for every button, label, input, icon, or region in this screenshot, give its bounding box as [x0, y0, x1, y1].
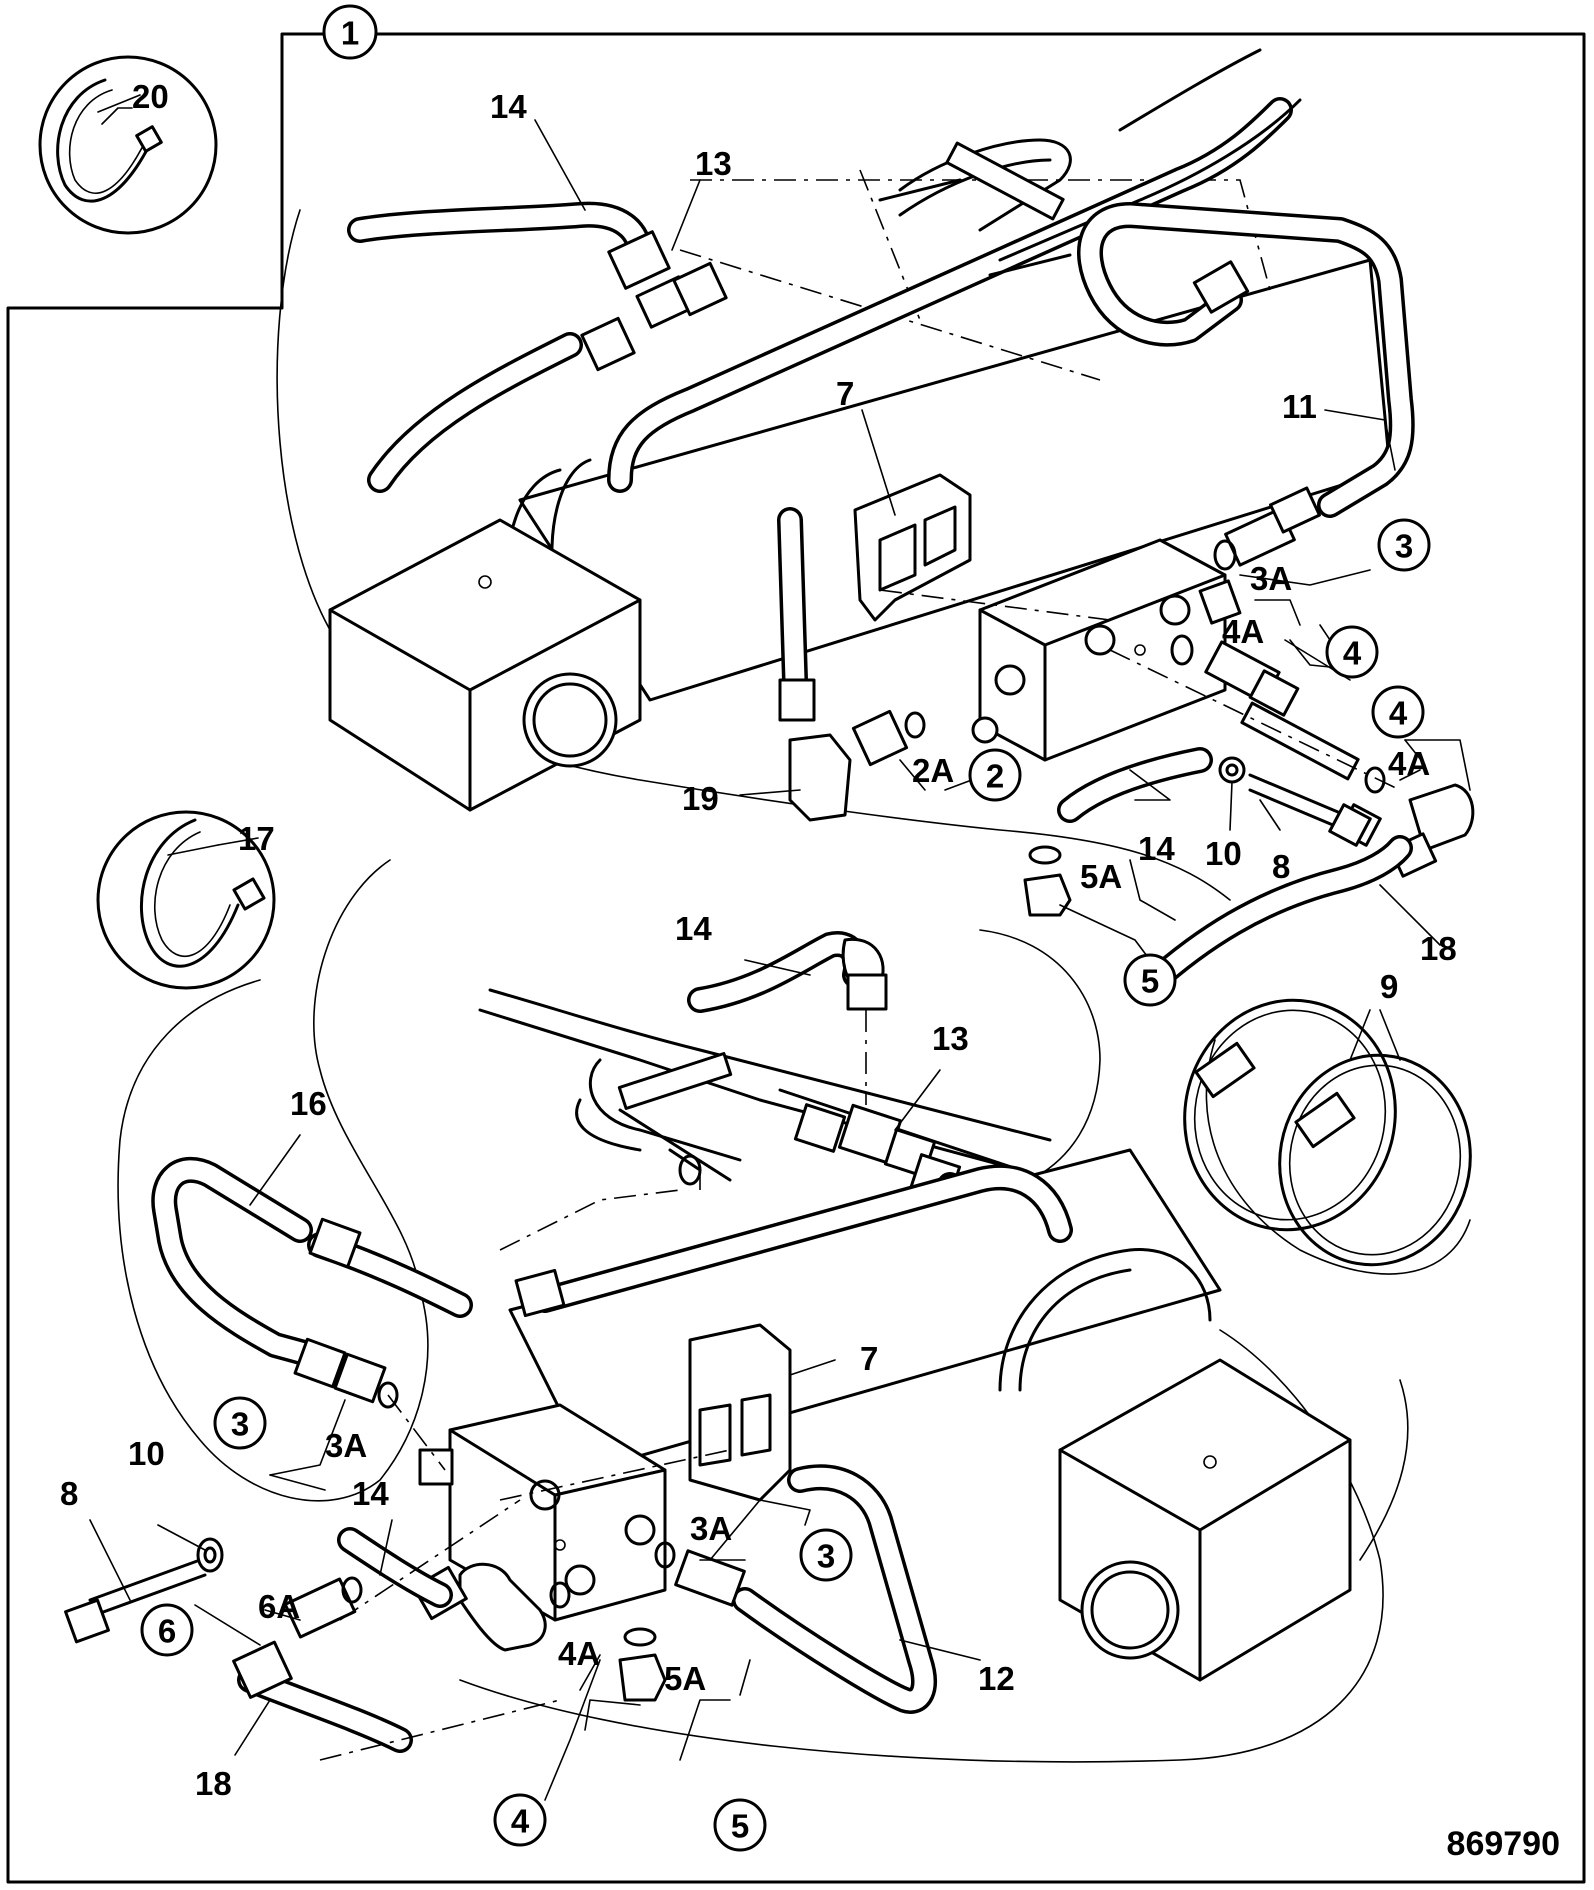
assembly-callout-circle [322, 4, 378, 60]
circled-callouts: 3 4 4 2 5 3 6 3 4 5 [140, 518, 1431, 1852]
callout-13: 13 [695, 145, 732, 182]
callout-16: 16 [290, 1085, 327, 1122]
callout-20: 20 [132, 78, 169, 115]
diagram-frame [6, 32, 1586, 1884]
callout-19: 19 [682, 780, 719, 817]
callout-6a: 6A [258, 1588, 300, 1625]
circled-5: 5 [1141, 963, 1159, 1000]
callout-14: 14 [1138, 830, 1175, 867]
callout-14: 14 [675, 910, 712, 947]
callout-5a: 5A [664, 1660, 706, 1697]
callout-8: 8 [60, 1475, 78, 1512]
lower-cylinder [508, 1148, 1352, 1682]
circled-4: 4 [1343, 635, 1362, 672]
callout-3a: 3A [1250, 560, 1292, 597]
callout-3a: 3A [690, 1510, 732, 1547]
mounting-bracket-lower [688, 1323, 792, 1502]
callout-7: 7 [860, 1340, 878, 1377]
inset-detail-20 [38, 55, 218, 235]
circled-5: 5 [731, 1808, 749, 1845]
callout-4a: 4A [558, 1635, 600, 1672]
upper-cylinder [328, 169, 1392, 812]
circled-4: 4 [1389, 695, 1408, 732]
upper-group-outline [276, 209, 1231, 901]
callout-3a: 3A [325, 1427, 367, 1464]
callout-7: 7 [836, 375, 854, 412]
circled-6: 6 [158, 1613, 176, 1650]
valve-block-lower [418, 1403, 667, 1622]
callout-10: 10 [128, 1435, 165, 1472]
lower-group-outline [117, 859, 429, 1502]
callout-2a: 2A [912, 752, 954, 789]
callout-11: 11 [1282, 388, 1317, 425]
callout-5a: 5A [1080, 858, 1122, 895]
circled-3: 3 [1395, 528, 1413, 565]
circled-3: 3 [231, 1406, 249, 1443]
hose-clamps [1183, 998, 1472, 1267]
callout-14: 14 [352, 1475, 389, 1512]
callout-8: 8 [1272, 848, 1290, 885]
mounting-bracket-upper [853, 473, 972, 622]
callout-4a: 4A [1222, 613, 1264, 650]
circled-3: 3 [817, 1538, 835, 1575]
callout-4a: 4A [1388, 745, 1430, 782]
callout-13: 13 [932, 1020, 969, 1057]
callout-18: 18 [1420, 930, 1457, 967]
callout-18: 18 [195, 1765, 232, 1802]
reference-number: 869790 [1447, 1825, 1560, 1863]
inset-detail-17 [96, 810, 276, 990]
circled-4: 4 [511, 1803, 530, 1840]
callout-17: 17 [238, 820, 275, 857]
callout-10: 10 [1205, 835, 1242, 872]
circled-2: 2 [986, 758, 1004, 795]
assembly-callout: 1 [341, 15, 359, 52]
callout-9: 9 [1380, 968, 1398, 1005]
tee-fitting-upper [580, 230, 728, 372]
callout-labels: 20 14 13 7 11 3A 4A 4A 2A 19 14 10 8 5A … [60, 78, 1457, 1802]
leader-lines [89, 107, 1471, 1801]
callout-14: 14 [490, 88, 527, 125]
callout-12: 12 [978, 1660, 1015, 1697]
